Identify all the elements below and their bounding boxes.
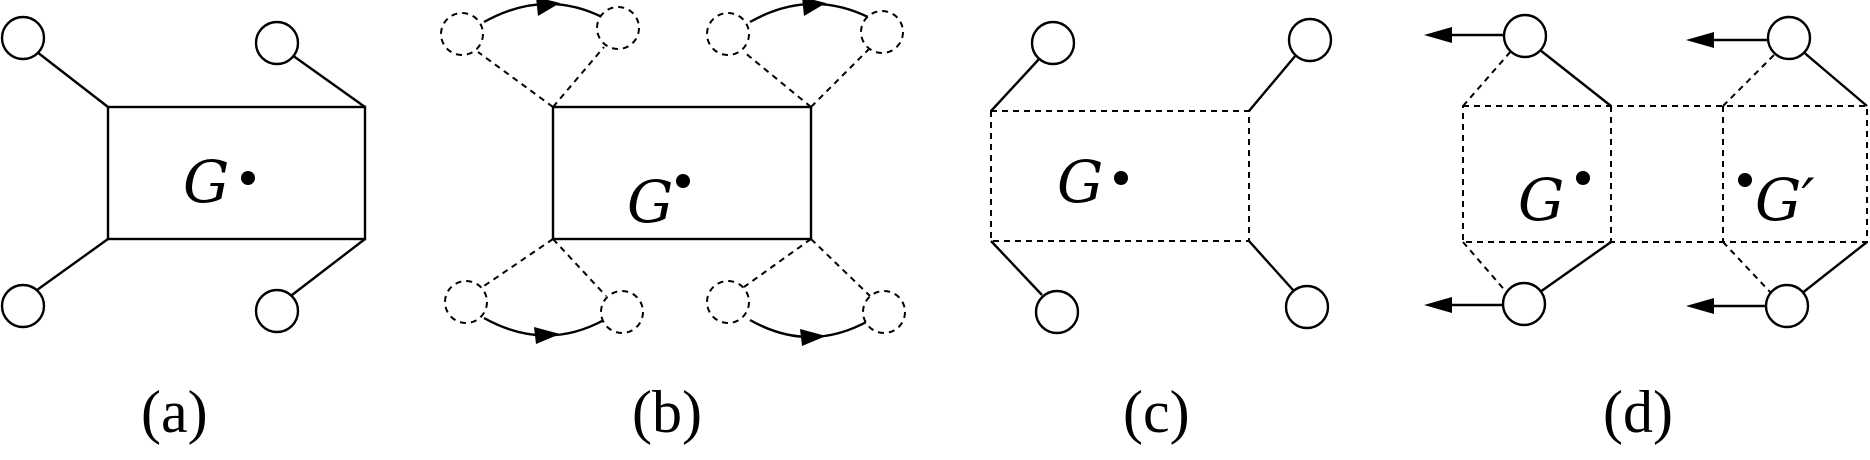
panel-d-node-bottom-left — [1501, 281, 1547, 327]
panel-b-caption: (b) — [632, 379, 702, 445]
panel-d-dash-tr-l — [1722, 51, 1778, 107]
panel-d-g-prime-label: G′ — [1755, 166, 1815, 234]
panel-b-node-top-4 — [860, 10, 904, 54]
panel-d-edge-tl-r — [1539, 49, 1612, 107]
panel-a-g-label: G — [183, 148, 229, 216]
panel-b-dash-bl-2 — [552, 238, 607, 297]
panel-a-node-top-right — [254, 20, 300, 66]
panel-a-caption: (a) — [141, 379, 208, 445]
panel-d-arrowhead-top-left — [1424, 27, 1452, 43]
panel-b: G (b) — [440, 0, 906, 445]
panel-b-dash-tl-1 — [477, 51, 554, 108]
panel-a-node-bottom-right — [254, 288, 300, 334]
panel-a-edge-bottom-left — [36, 238, 109, 291]
panel-a-edge-bottom-right — [291, 238, 366, 296]
panel-c-edge-top-left — [990, 57, 1041, 112]
panel-c-caption: (c) — [1123, 379, 1190, 445]
panel-d-centroid-dot-g-prime — [1738, 173, 1752, 187]
panel-c-node-bottom-right — [1284, 284, 1330, 330]
panel-d-centroid-dot-g — [1576, 171, 1590, 185]
panel-b-g-label: G — [627, 168, 673, 236]
panel-c-rectangle — [990, 110, 1250, 242]
panel-b-node-bottom-3 — [706, 280, 750, 324]
panel-d-caption: (d) — [1603, 379, 1673, 445]
panel-d-dash-tl-l — [1462, 49, 1513, 107]
panel-b-node-bottom-1 — [444, 280, 488, 324]
panel-b-rectangle — [551, 105, 813, 241]
panel-d-node-top-left — [1502, 13, 1548, 59]
panel-a-node-top-left — [0, 15, 46, 61]
panel-c-edge-top-right — [1248, 54, 1297, 112]
panel-d-node-top-right — [1766, 15, 1812, 61]
panel-d-edge-br-r — [1800, 241, 1868, 295]
panel-d-arrowhead-top-right — [1686, 32, 1714, 48]
panel-a-rectangle — [106, 105, 367, 241]
panel-d-dash-br-l — [1722, 241, 1773, 295]
panel-d: G G′ (d) — [1424, 13, 1868, 445]
panel-b-node-bottom-2 — [600, 290, 644, 334]
panel-d-edge-bl-r — [1539, 241, 1612, 293]
panel-d-arrowhead-bottom-right — [1686, 298, 1714, 314]
panel-b-arrowhead-top-right — [802, 0, 826, 16]
panel-b-node-top-1 — [440, 12, 484, 56]
panel-b-dash-tr-2 — [810, 47, 871, 108]
panel-b-node-top-3 — [706, 12, 750, 56]
panel-c: G (c) — [990, 17, 1333, 445]
panel-a-centroid-dot — [241, 171, 255, 185]
panel-b-dash-tl-2 — [552, 46, 605, 108]
panel-d-outer-rectangle — [1462, 105, 1868, 243]
panel-d-dash-bl-l — [1462, 241, 1509, 295]
panel-b-arrowhead-top-left — [536, 0, 560, 16]
panel-c-edge-bottom-left — [990, 240, 1043, 296]
panel-c-node-top-right — [1287, 17, 1333, 63]
panel-d-edge-tr-r — [1800, 49, 1868, 107]
panel-b-arrowhead-bottom-left — [534, 327, 560, 344]
panel-a: G (a) — [0, 15, 367, 445]
panel-d-g-label: G — [1518, 166, 1564, 234]
panel-a-edge-top-right — [291, 54, 366, 108]
panel-b-dash-bl-1 — [483, 238, 554, 287]
panel-b-node-bottom-4 — [862, 290, 906, 334]
panel-b-dash-br-1 — [743, 238, 812, 288]
panel-c-centroid-dot — [1114, 171, 1128, 185]
panel-a-node-bottom-left — [0, 283, 46, 329]
panel-c-node-bottom-left — [1034, 289, 1080, 335]
panel-c-g-label: G — [1057, 148, 1103, 216]
panel-b-dash-tr-1 — [743, 51, 812, 108]
panel-a-edge-top-left — [36, 51, 109, 108]
panel-d-arrowhead-bottom-left — [1424, 297, 1452, 313]
panel-c-node-top-left — [1030, 20, 1076, 66]
panel-b-node-top-2 — [596, 6, 640, 50]
panel-b-dash-br-2 — [810, 238, 871, 297]
panel-d-node-bottom-right — [1764, 283, 1810, 329]
panel-c-edge-bottom-right — [1248, 240, 1294, 291]
panel-b-centroid-dot — [676, 174, 690, 188]
panel-b-arrowhead-bottom-right — [800, 329, 826, 346]
